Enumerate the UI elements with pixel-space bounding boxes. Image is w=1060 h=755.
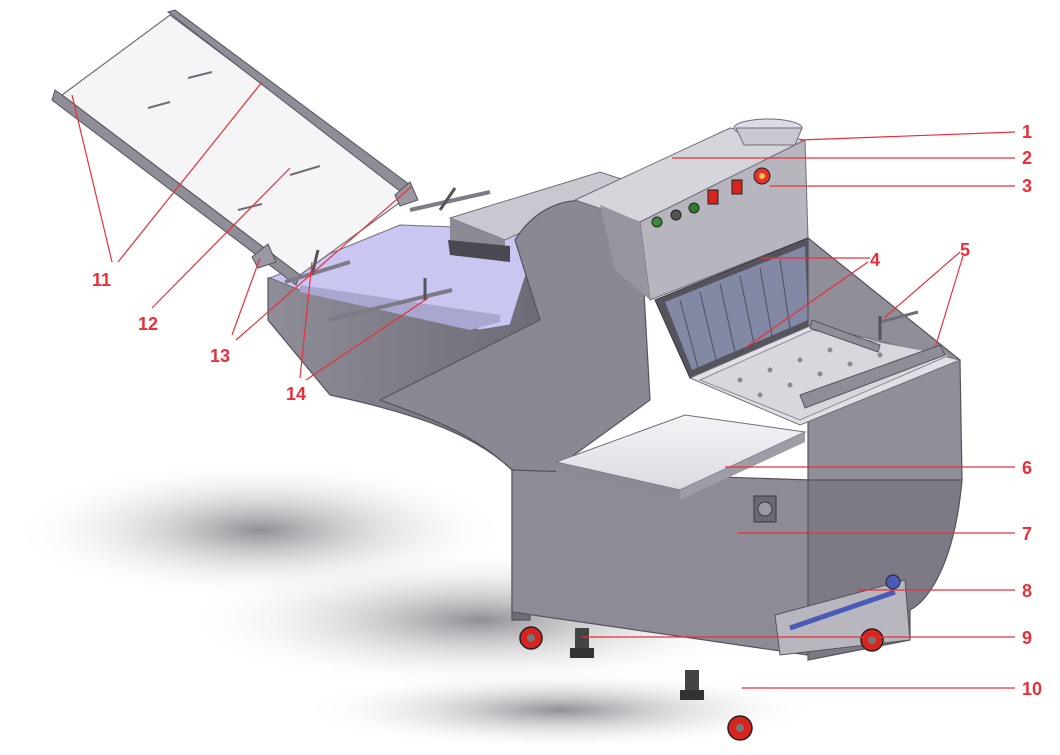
- callout-11: 11: [92, 270, 111, 290]
- callout-10: 10: [1022, 679, 1042, 699]
- callout-4: 4: [870, 250, 880, 270]
- guide-bar-icon: [284, 187, 491, 322]
- leader-14a: [299, 261, 313, 379]
- callout-3: 3: [1022, 176, 1032, 196]
- wheel-icon: [519, 626, 884, 741]
- callout-2: 2: [1022, 148, 1032, 168]
- leader-13a: [231, 257, 261, 336]
- callout-labels: 1 2 3 4 5 6 7 8 9 10 11 12 13 14: [92, 122, 1042, 699]
- callout-8: 8: [1022, 581, 1032, 601]
- callout-6: 6: [1022, 458, 1032, 478]
- leader-13b: [235, 185, 413, 341]
- leader-4b: [744, 261, 869, 349]
- leader-5a: [883, 251, 961, 319]
- callout-1: 1: [1022, 122, 1032, 142]
- leader-12: [151, 167, 291, 309]
- leveling-foot-icon: [570, 628, 704, 700]
- callout-13: 13: [210, 346, 230, 366]
- leader-lines: [71, 81, 1016, 689]
- callout-9: 9: [1022, 628, 1032, 648]
- leader-5b: [934, 255, 964, 349]
- leader-11b: [117, 81, 263, 263]
- callout-7: 7: [1022, 524, 1032, 544]
- callout-14: 14: [286, 384, 306, 404]
- leader-11a: [71, 94, 113, 263]
- bread-slicer-machine-icon: [51, 9, 963, 741]
- leader-14b: [305, 297, 429, 381]
- leader-1: [799, 131, 1016, 141]
- callout-12: 12: [138, 314, 158, 334]
- callout-5: 5: [960, 240, 970, 260]
